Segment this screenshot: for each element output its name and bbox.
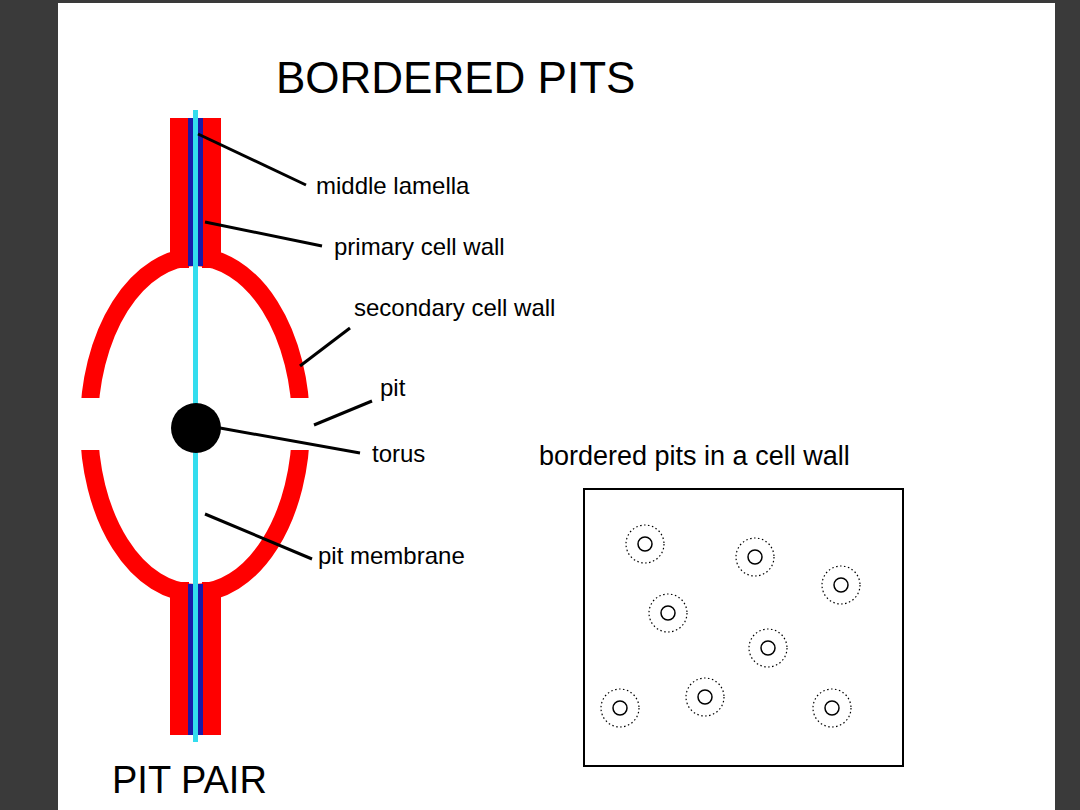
pit-dots xyxy=(601,525,860,727)
primary-wall xyxy=(198,584,203,735)
primary-wall xyxy=(198,118,203,266)
bordered-pit xyxy=(749,629,787,667)
figure-label: PIT PAIR xyxy=(112,756,267,804)
bordered-pit xyxy=(822,566,860,604)
bordered-pit xyxy=(649,594,687,632)
primary-wall xyxy=(188,584,193,735)
panel-heading: bordered pits in a cell wall xyxy=(539,440,850,472)
bordered-pit xyxy=(813,689,851,727)
secondary-wall xyxy=(170,582,189,735)
title: BORDERED PITS xyxy=(276,52,635,104)
leader-line xyxy=(205,222,322,246)
part-label: pit xyxy=(380,373,405,403)
leader-line xyxy=(314,401,372,425)
part-label: primary cell wall xyxy=(334,232,505,262)
cell-wall-panel: bordered pits in a cell wall xyxy=(583,488,904,767)
primary-wall xyxy=(188,118,193,266)
torus xyxy=(171,403,221,453)
leader-line xyxy=(205,514,312,559)
leader-line xyxy=(220,428,360,453)
bordered-pit xyxy=(736,538,774,576)
part-label: secondary cell wall xyxy=(354,293,555,323)
pit-aperture xyxy=(70,398,115,450)
leader-line xyxy=(198,134,306,185)
part-label: torus xyxy=(372,439,425,469)
pit-pair xyxy=(70,110,321,742)
secondary-wall xyxy=(170,118,189,268)
part-label: pit membrane xyxy=(318,541,465,571)
bordered-pit xyxy=(626,525,664,563)
secondary-wall xyxy=(202,582,221,735)
leader-line xyxy=(300,328,350,366)
bordered-pit xyxy=(686,678,724,716)
part-label: middle lamella xyxy=(316,171,469,201)
bordered-pit xyxy=(601,689,639,727)
